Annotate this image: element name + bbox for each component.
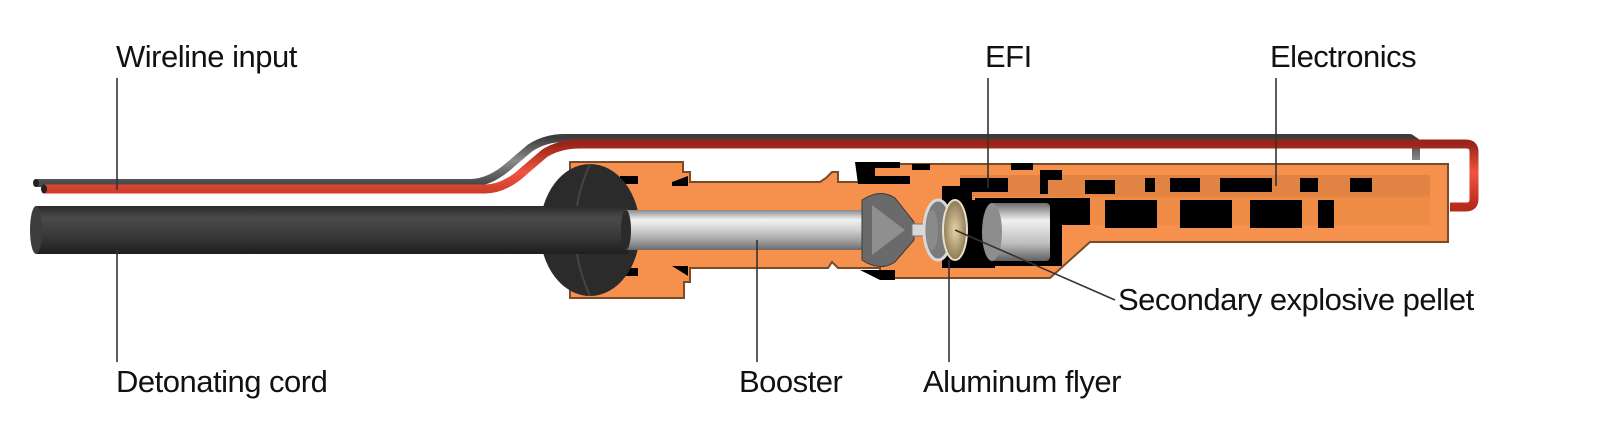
booster (621, 193, 915, 267)
housing-slots (620, 162, 1033, 280)
label-aluminum-flyer: Aluminum flyer (923, 364, 1121, 399)
gray-wire (36, 134, 1420, 187)
leader-lines (116, 78, 1277, 362)
labels: Wireline input EFI Electronics Secondary… (116, 39, 1475, 399)
label-wireline-input: Wireline input (116, 39, 298, 74)
label-efi: EFI (985, 39, 1032, 74)
label-booster: Booster (739, 364, 843, 399)
gray-wire-end (33, 179, 39, 187)
detonating-cord (30, 163, 640, 297)
leader-secondary-explosive-pellet (954, 229, 1116, 301)
label-secondary-explosive-pellet: Secondary explosive pellet (1118, 282, 1475, 317)
wireline-wires (33, 134, 1479, 212)
label-detonating-cord: Detonating cord (116, 364, 327, 399)
electronics-components (1040, 170, 1372, 228)
label-electronics: Electronics (1270, 39, 1416, 74)
red-wire-end (41, 184, 47, 194)
red-wire (44, 139, 1479, 212)
efi-chip (960, 178, 1008, 192)
secondary-explosive-pellet (975, 198, 1090, 266)
